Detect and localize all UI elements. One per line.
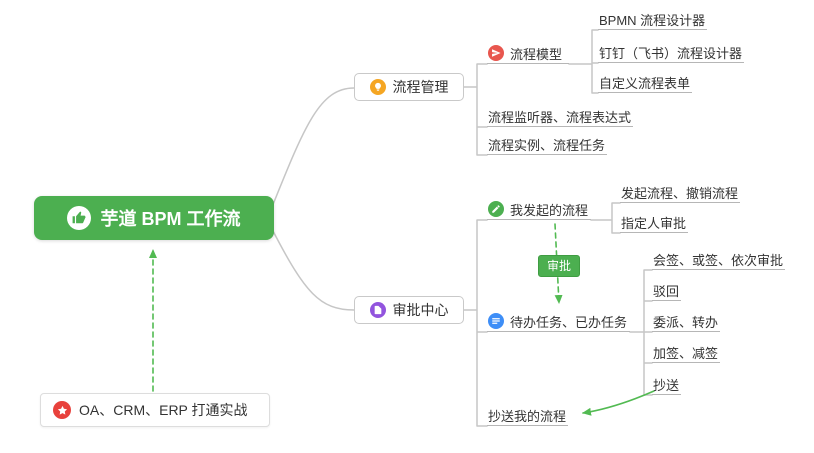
node-label: 钉钉（飞书）流程设计器: [599, 45, 743, 61]
paper-plane-icon: [488, 45, 504, 61]
star-icon: [53, 401, 71, 419]
node-label: 委派、转办: [653, 314, 719, 330]
node-process-model[interactable]: 流程模型: [487, 45, 569, 64]
node-label: 流程管理: [392, 79, 449, 95]
node-label: 我发起的流程: [510, 202, 589, 218]
node-label: 发起流程、撤销流程: [621, 185, 739, 201]
node-reject[interactable]: 驳回: [652, 282, 682, 301]
tree-todo-children: [629, 269, 653, 396]
tree-my-initiated-children: [590, 202, 621, 234]
node-cc-my-process[interactable]: 抄送我的流程: [487, 407, 569, 426]
node-practice[interactable]: OA、CRM、ERP 打通实战: [40, 393, 270, 427]
pencil-icon: [488, 201, 504, 217]
node-label: 驳回: [653, 283, 680, 299]
node-dingtalk-designer[interactable]: 钉钉（飞书）流程设计器: [598, 44, 745, 63]
node-assignee-approval[interactable]: 指定人审批: [620, 214, 689, 233]
node-listener-expression[interactable]: 流程监听器、流程表达式: [487, 108, 634, 127]
root-node[interactable]: 芋道 BPM 工作流: [34, 196, 274, 240]
task-list-icon: [488, 313, 504, 329]
node-label: 流程监听器、流程表达式: [488, 109, 632, 125]
node-initiate-cancel[interactable]: 发起流程、撤销流程: [620, 184, 741, 203]
node-instance-task[interactable]: 流程实例、流程任务: [487, 136, 608, 155]
node-label: 流程模型: [510, 46, 563, 62]
node-bpmn-designer[interactable]: BPMN 流程设计器: [598, 11, 708, 30]
arrow-cc-to-cc-my-process: [582, 390, 655, 416]
node-delegate-transfer[interactable]: 委派、转办: [652, 313, 721, 332]
node-label: 加签、减签: [653, 345, 719, 361]
node-approval-center[interactable]: 审批中心: [354, 296, 464, 324]
node-my-initiated[interactable]: 我发起的流程: [487, 201, 591, 220]
node-cc[interactable]: 抄送: [652, 376, 682, 395]
node-label: 指定人审批: [621, 215, 687, 231]
tree-approval-center-children: [463, 219, 488, 427]
node-label: 待办任务、已办任务: [510, 314, 628, 330]
document-icon: [369, 302, 386, 318]
root-label: 芋道 BPM 工作流: [100, 209, 241, 229]
lightbulb-icon: [369, 79, 386, 95]
node-label: OA、CRM、ERP 打通实战: [79, 402, 248, 418]
edge-label-approval[interactable]: 审批: [538, 255, 581, 277]
tree-process-mgmt-children: [463, 63, 488, 156]
node-label: 会签、或签、依次审批: [653, 252, 784, 268]
node-process-mgmt[interactable]: 流程管理: [354, 73, 464, 101]
edge-root-to-approval-center: [271, 228, 355, 311]
node-label: 流程实例、流程任务: [488, 137, 606, 153]
thumbs-up-icon: [67, 206, 92, 230]
node-label: 自定义流程表单: [599, 75, 691, 91]
node-label: 审批中心: [392, 302, 449, 318]
node-label: BPMN 流程设计器: [599, 12, 706, 28]
node-label: 抄送: [653, 377, 680, 393]
node-label: 抄送我的流程: [488, 408, 567, 424]
tree-process-model-children: [568, 29, 599, 94]
node-custom-form[interactable]: 自定义流程表单: [598, 74, 693, 93]
node-todo-done[interactable]: 待办任务、已办任务: [487, 313, 630, 332]
node-sign-adjust[interactable]: 加签、减签: [652, 344, 721, 363]
edge-root-to-process-mgmt: [271, 87, 355, 208]
node-countersign[interactable]: 会签、或签、依次审批: [652, 251, 786, 270]
